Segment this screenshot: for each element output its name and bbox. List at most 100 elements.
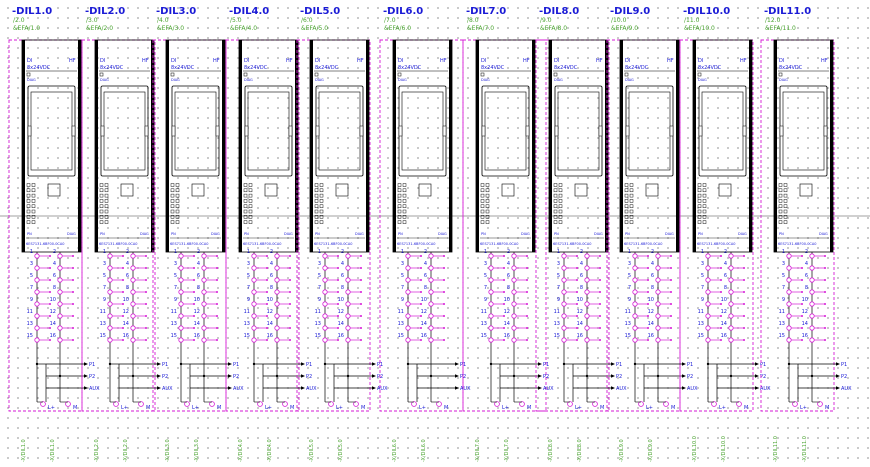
terminal-connector[interactable]	[57, 313, 63, 319]
terminal-connector[interactable]	[632, 277, 638, 283]
power-terminal-minus[interactable]	[282, 401, 288, 407]
terminal-connector[interactable]	[107, 265, 113, 271]
terminal-connector[interactable]	[488, 325, 494, 331]
terminal-connector[interactable]	[107, 325, 113, 331]
power-terminal-plus[interactable]	[411, 401, 417, 407]
terminal-connector[interactable]	[488, 301, 494, 307]
terminal-connector[interactable]	[511, 253, 517, 259]
terminal-connector[interactable]	[178, 253, 184, 259]
terminal-connector[interactable]	[705, 265, 711, 271]
terminal-connector[interactable]	[584, 253, 590, 259]
terminal-connector[interactable]	[705, 253, 711, 259]
terminal-connector[interactable]	[728, 277, 734, 283]
terminal-connector[interactable]	[809, 265, 815, 271]
terminal-connector[interactable]	[57, 265, 63, 271]
terminal-connector[interactable]	[34, 265, 40, 271]
terminal-connector[interactable]	[345, 325, 351, 331]
terminal-connector[interactable]	[405, 265, 411, 271]
power-terminal-minus[interactable]	[663, 401, 669, 407]
terminal-connector[interactable]	[345, 313, 351, 319]
power-terminal-plus[interactable]	[638, 401, 644, 407]
terminal-connector[interactable]	[201, 289, 207, 295]
terminal-connector[interactable]	[511, 277, 517, 283]
terminal-connector[interactable]	[786, 289, 792, 295]
terminal-connector[interactable]	[705, 325, 711, 331]
terminal-connector[interactable]	[728, 337, 734, 343]
terminal-connector[interactable]	[786, 253, 792, 259]
terminal-connector[interactable]	[322, 337, 328, 343]
terminal-connector[interactable]	[405, 253, 411, 259]
terminal-connector[interactable]	[632, 265, 638, 271]
terminal-connector[interactable]	[428, 265, 434, 271]
terminal-connector[interactable]	[728, 265, 734, 271]
terminal-connector[interactable]	[809, 289, 815, 295]
terminal-connector[interactable]	[405, 289, 411, 295]
power-terminal-minus[interactable]	[65, 401, 71, 407]
power-terminal-minus[interactable]	[817, 401, 823, 407]
terminal-connector[interactable]	[322, 277, 328, 283]
terminal-connector[interactable]	[511, 337, 517, 343]
terminal-connector[interactable]	[274, 313, 280, 319]
terminal-connector[interactable]	[405, 277, 411, 283]
power-terminal-plus[interactable]	[711, 401, 717, 407]
power-terminal-minus[interactable]	[592, 401, 598, 407]
terminal-connector[interactable]	[57, 301, 63, 307]
terminal-connector[interactable]	[786, 337, 792, 343]
terminal-connector[interactable]	[130, 325, 136, 331]
terminal-connector[interactable]	[428, 277, 434, 283]
terminal-connector[interactable]	[274, 325, 280, 331]
terminal-connector[interactable]	[57, 277, 63, 283]
terminal-connector[interactable]	[34, 253, 40, 259]
terminal-connector[interactable]	[201, 265, 207, 271]
terminal-connector[interactable]	[655, 289, 661, 295]
power-terminal-plus[interactable]	[328, 401, 334, 407]
terminal-connector[interactable]	[428, 253, 434, 259]
terminal-connector[interactable]	[405, 325, 411, 331]
terminal-connector[interactable]	[584, 325, 590, 331]
terminal-connector[interactable]	[130, 289, 136, 295]
terminal-connector[interactable]	[488, 277, 494, 283]
terminal-connector[interactable]	[655, 277, 661, 283]
terminal-connector[interactable]	[201, 253, 207, 259]
power-terminal-plus[interactable]	[494, 401, 500, 407]
terminal-connector[interactable]	[632, 325, 638, 331]
terminal-connector[interactable]	[655, 337, 661, 343]
terminal-connector[interactable]	[511, 289, 517, 295]
terminal-connector[interactable]	[786, 325, 792, 331]
terminal-connector[interactable]	[251, 337, 257, 343]
terminal-connector[interactable]	[345, 265, 351, 271]
terminal-connector[interactable]	[201, 337, 207, 343]
terminal-connector[interactable]	[428, 313, 434, 319]
terminal-connector[interactable]	[201, 277, 207, 283]
terminal-connector[interactable]	[632, 313, 638, 319]
power-terminal-plus[interactable]	[792, 401, 798, 407]
terminal-connector[interactable]	[130, 253, 136, 259]
terminal-connector[interactable]	[632, 289, 638, 295]
terminal-connector[interactable]	[345, 337, 351, 343]
terminal-connector[interactable]	[705, 277, 711, 283]
power-terminal-minus[interactable]	[138, 401, 144, 407]
power-terminal-minus[interactable]	[736, 401, 742, 407]
terminal-connector[interactable]	[488, 265, 494, 271]
terminal-connector[interactable]	[274, 277, 280, 283]
terminal-connector[interactable]	[57, 253, 63, 259]
terminal-connector[interactable]	[251, 265, 257, 271]
terminal-connector[interactable]	[809, 313, 815, 319]
terminal-connector[interactable]	[251, 301, 257, 307]
terminal-connector[interactable]	[107, 277, 113, 283]
terminal-connector[interactable]	[705, 289, 711, 295]
terminal-connector[interactable]	[274, 265, 280, 271]
terminal-connector[interactable]	[728, 325, 734, 331]
power-terminal-plus[interactable]	[184, 401, 190, 407]
terminal-connector[interactable]	[345, 301, 351, 307]
terminal-connector[interactable]	[786, 265, 792, 271]
terminal-connector[interactable]	[201, 325, 207, 331]
terminal-connector[interactable]	[561, 265, 567, 271]
terminal-connector[interactable]	[130, 301, 136, 307]
